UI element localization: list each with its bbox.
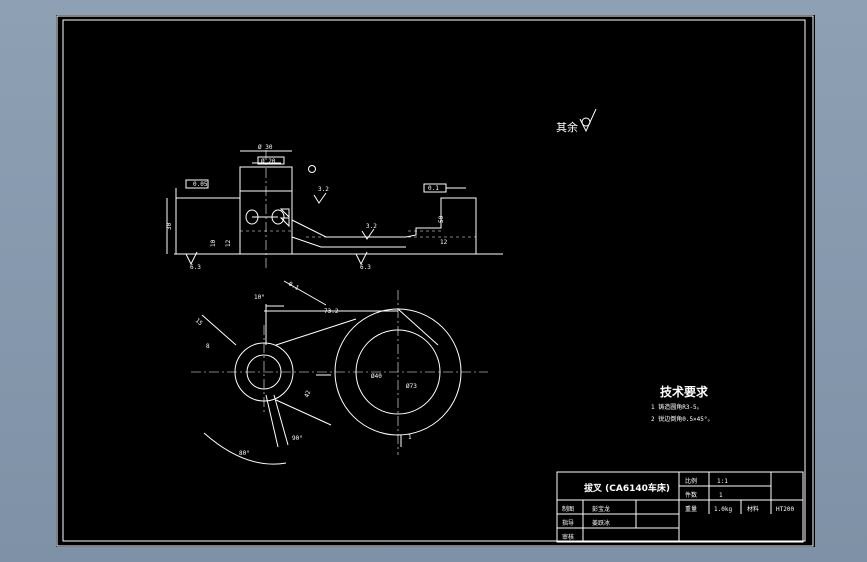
svg-text:Ø 20: Ø 20 (261, 158, 276, 165)
general-roughness: 其余 (556, 108, 597, 134)
top-view (191, 290, 488, 455)
svg-text:42: 42 (303, 389, 312, 399)
svg-text:Ø40: Ø40 (371, 373, 382, 380)
svg-text:1:1: 1:1 (717, 478, 728, 485)
svg-text:80°: 80° (239, 450, 250, 457)
title-block: 拔叉 (CA6140车床) 比例 1:1 件数 1 重量 1.0kg 材料 HT… (556, 471, 804, 543)
svg-text:3.2: 3.2 (318, 186, 329, 193)
svg-text:1: 1 (719, 492, 723, 499)
svg-text:50: 50 (438, 215, 445, 223)
front-view (174, 150, 503, 269)
svg-text:技术要求: 技术要求 (660, 384, 709, 399)
svg-text:件数: 件数 (685, 491, 697, 499)
technical-requirements: 技术要求 1 铸造圆角R3-5。 2 锐边倒角0.5×45°。 (651, 384, 714, 423)
svg-text:12: 12 (225, 239, 232, 247)
svg-text:6.3: 6.3 (360, 264, 371, 271)
svg-text:10°: 10° (254, 294, 265, 301)
svg-text:其余: 其余 (556, 120, 578, 134)
top-dimensions: 10° 0.1 73.2 15 8 Ø40 Ø73 42 80° 90° 1 (194, 280, 417, 465)
svg-text:6.3: 6.3 (190, 264, 201, 271)
svg-text:8: 8 (206, 343, 210, 350)
svg-text:1.0kg: 1.0kg (714, 506, 732, 513)
svg-text:10: 10 (210, 239, 217, 247)
svg-text:1 铸造圆角R3-5。: 1 铸造圆角R3-5。 (651, 403, 703, 411)
svg-text:30: 30 (166, 222, 173, 230)
inner-frame (62, 19, 806, 542)
svg-text:1: 1 (408, 434, 412, 441)
svg-text:0.1: 0.1 (287, 281, 300, 292)
svg-text:Ø73: Ø73 (406, 383, 417, 390)
svg-text:HT200: HT200 (776, 506, 794, 513)
svg-text:90°: 90° (292, 435, 303, 442)
svg-text:材料: 材料 (747, 505, 759, 513)
svg-text:审核: 审核 (562, 533, 574, 541)
front-dimensions: Ø 30 Ø 20 3.2 3.2 0.05 0.1 30 10 12 12 5… (166, 144, 466, 271)
svg-text:姜跃冰: 姜跃冰 (592, 519, 610, 527)
svg-text:彭宝龙: 彭宝龙 (592, 505, 610, 513)
svg-text:12: 12 (440, 239, 448, 246)
outer-frame (56, 15, 814, 547)
svg-text:0.1: 0.1 (428, 185, 439, 192)
svg-text:拔叉 (CA6140车床): 拔叉 (CA6140车床) (584, 482, 670, 494)
drawing-viewport[interactable]: 其余 Ø 30 Ø 20 3.2 3.2 0.05 (56, 15, 815, 547)
cad-drawing: 其余 Ø 30 Ø 20 3.2 3.2 0.05 (56, 15, 814, 547)
svg-text:指导: 指导 (562, 519, 574, 527)
svg-text:15: 15 (194, 317, 204, 327)
svg-text:3.2: 3.2 (366, 223, 377, 230)
svg-text:重量: 重量 (685, 505, 697, 513)
svg-text:比例: 比例 (685, 477, 697, 485)
svg-text:制图: 制图 (562, 505, 574, 513)
svg-text:0.05: 0.05 (193, 181, 208, 188)
svg-text:Ø 30: Ø 30 (258, 144, 273, 151)
svg-text:2 锐边倒角0.5×45°。: 2 锐边倒角0.5×45°。 (651, 415, 714, 423)
